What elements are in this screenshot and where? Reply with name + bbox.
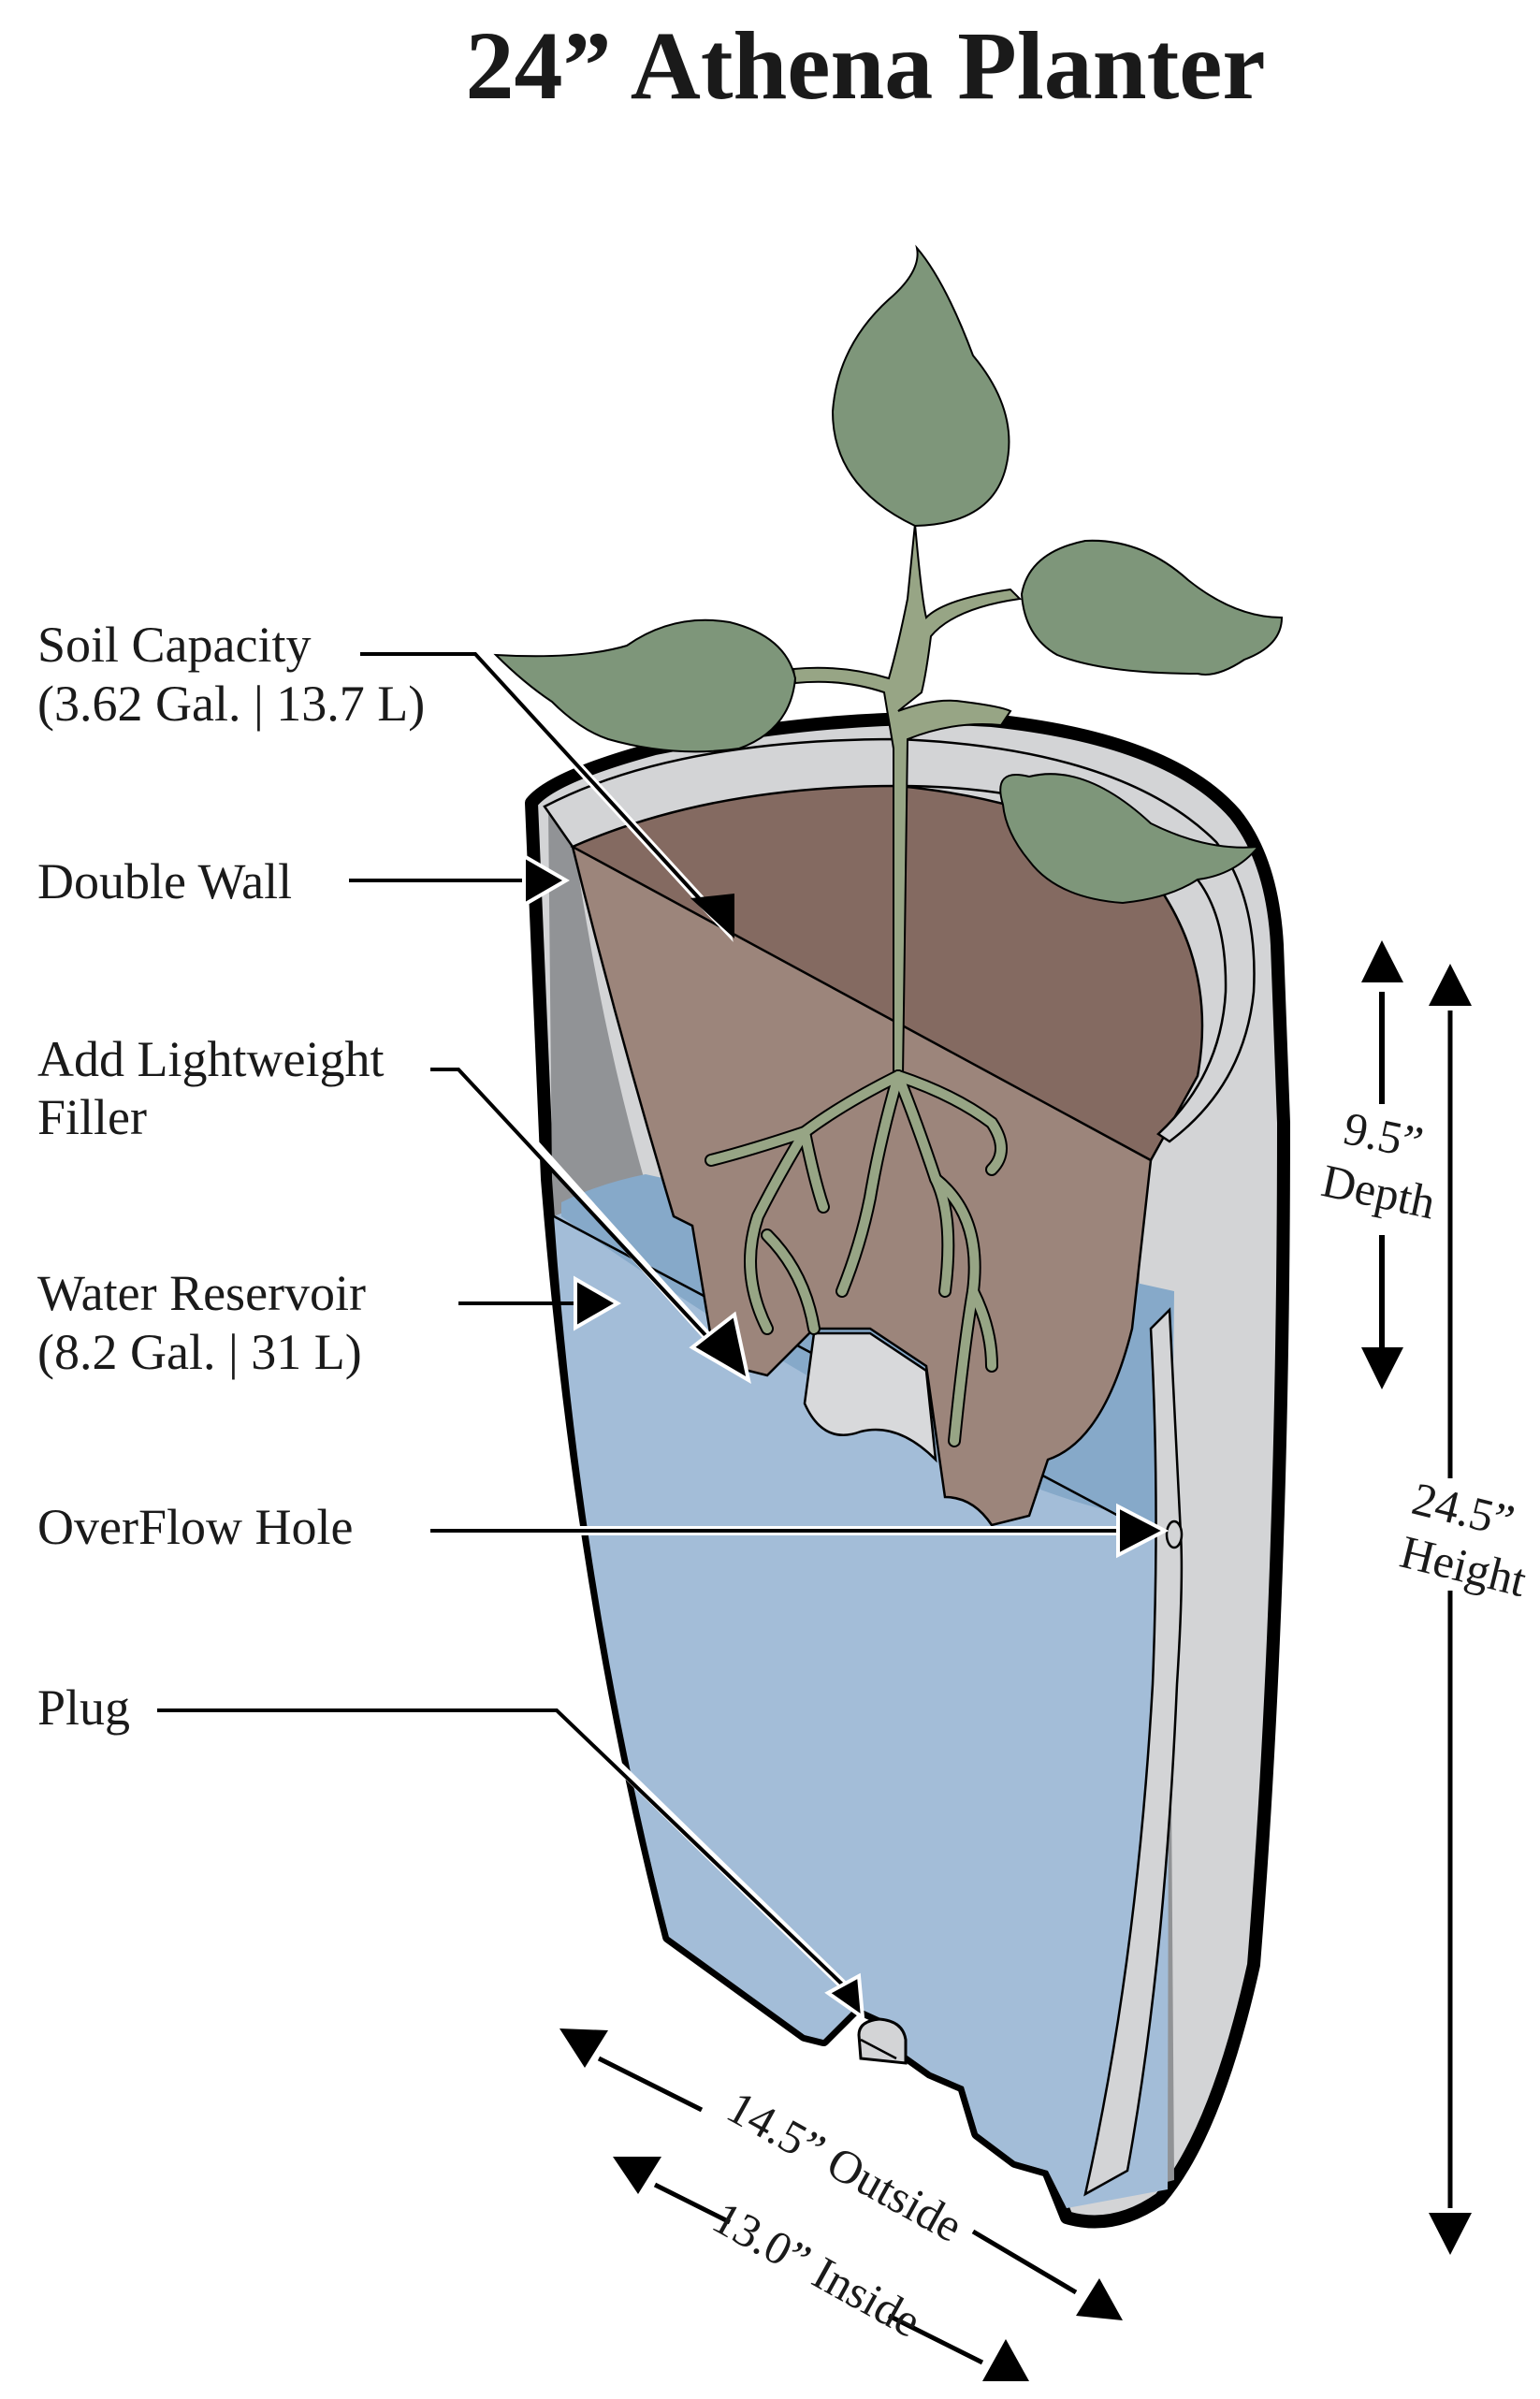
- leader-lightweight-filler: [430, 1068, 732, 1363]
- label-double-wall: Double Wall: [37, 853, 292, 909]
- leader-soil-capacity: [360, 652, 722, 923]
- height-label: Height: [1395, 1525, 1532, 1607]
- outside-arrow-right: [1076, 2278, 1123, 2320]
- label-water-reservoir: Water Reservoir: [37, 1265, 366, 1321]
- dimension-inside-width: 13.0” Inside: [613, 2157, 1029, 2381]
- diagram-title: 24” Athena Planter: [465, 12, 1265, 120]
- outside-arrow-left: [559, 2028, 608, 2068]
- dimension-depth: 9.5” Depth: [1317, 940, 1440, 1389]
- leaf-left: [493, 618, 797, 753]
- inside-arrow-left: [613, 2157, 661, 2194]
- leaf-top: [831, 244, 1010, 528]
- overflow-hole: [1165, 1519, 1184, 1549]
- inside-arrow-right: [982, 2339, 1029, 2381]
- leaf-right-upper: [1020, 539, 1284, 676]
- plug: [857, 2017, 908, 2065]
- depth-label: Depth: [1317, 1154, 1440, 1229]
- planter-body: [525, 712, 1290, 2229]
- label-lightweight-filler: Add Lightweight: [37, 1031, 384, 1087]
- leaders: [157, 649, 1170, 2022]
- plant: [493, 244, 1284, 1447]
- callout-labels: Soil Capacity (3.62 Gal. | 13.7 L) Doubl…: [37, 617, 425, 1736]
- label-soil-capacity-volume: (3.62 Gal. | 13.7 L): [37, 676, 425, 732]
- label-plug: Plug: [37, 1679, 130, 1736]
- plant-stem: [792, 523, 1023, 1077]
- arrowhead-plug: [824, 1972, 865, 2022]
- height-arrow-down: [1429, 2213, 1472, 2255]
- arrowhead-overflow-hole: [1116, 1503, 1170, 1559]
- label-lightweight-filler-2: Filler: [37, 1089, 147, 1145]
- label-soil-capacity: Soil Capacity: [37, 617, 311, 673]
- height-arrow-up: [1429, 964, 1472, 1006]
- filler-cavity: [803, 1331, 937, 1463]
- depth-arrow-up: [1361, 940, 1403, 982]
- arrowhead-water-reservoir: [574, 1275, 621, 1331]
- planter-rim: [543, 737, 1256, 1143]
- label-overflow-hole: OverFlow Hole: [37, 1499, 353, 1555]
- arrowhead-lightweight-filler: [689, 1311, 751, 1385]
- arrowhead-double-wall: [522, 852, 570, 909]
- leader-plug: [157, 1708, 858, 1999]
- depth-arrow-down: [1361, 1347, 1403, 1389]
- label-water-reservoir-volume: (8.2 Gal. | 31 L): [37, 1324, 362, 1380]
- leaf-right-lower: [999, 773, 1261, 905]
